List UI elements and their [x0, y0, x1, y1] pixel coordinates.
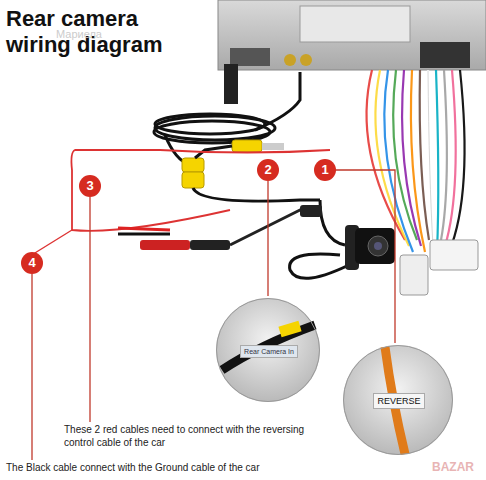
cable-tag: Rear Camera In [240, 345, 298, 358]
unit-port [420, 42, 470, 68]
wire-harness [367, 70, 465, 252]
inset-circle: REVERSE [343, 345, 453, 455]
callout-number: 3 [79, 175, 101, 197]
watermark: Мариела [56, 28, 102, 42]
unit-sticker [300, 6, 410, 42]
callout-number: 2 [257, 159, 279, 181]
inset-photo [216, 298, 320, 402]
red-wire [71, 150, 330, 231]
rca-socket [284, 54, 296, 66]
rca-socket [300, 54, 312, 66]
head-unit [218, 0, 486, 70]
rear-camera [345, 225, 395, 270]
watermark: BAZAR [432, 460, 474, 475]
power-leads [118, 205, 322, 250]
harness-plug [400, 255, 428, 295]
inset-circle: Rear Camera In [216, 298, 320, 402]
rca-connector [182, 140, 320, 201]
harness-plug [430, 240, 478, 270]
unit-port [230, 48, 270, 66]
callout-number: 4 [21, 252, 43, 274]
callout-number: 1 [314, 159, 336, 181]
cable-tag: REVERSE [373, 393, 424, 409]
leader-line [32, 170, 395, 460]
note-text: The Black cable connect with the Ground … [6, 462, 446, 475]
note-text: These 2 red cables need to connect with … [64, 424, 334, 449]
inset-photo [343, 345, 453, 455]
diagram-title: Rear camera wiring diagram [6, 6, 206, 58]
antenna-plug [224, 64, 238, 104]
